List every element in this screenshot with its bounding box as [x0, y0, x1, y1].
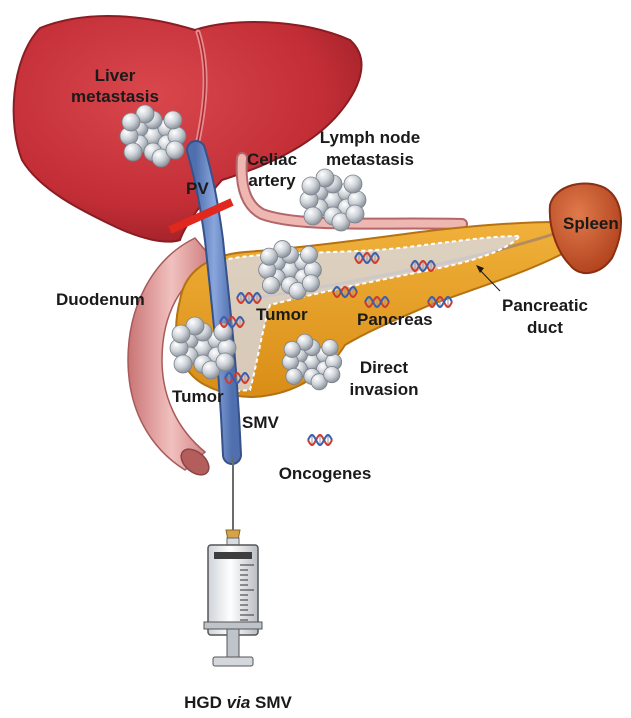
oncogene-dna-icon: [365, 297, 389, 307]
caption: HGD via SMV: [184, 693, 292, 712]
label-duodenum: Duodenum: [56, 290, 145, 309]
label-pancreatic-line2: duct: [527, 318, 563, 337]
syringe-flange: [204, 622, 262, 629]
direct-invasion-cluster: [282, 334, 341, 390]
lymph-node-metastasis-cluster: [300, 169, 366, 231]
oncogene-dna-icon: [220, 317, 244, 327]
oncogene-dna-icon: [308, 435, 332, 445]
label-oncogenes: Oncogenes: [279, 464, 372, 483]
label-liver-line2: metastasis: [71, 87, 159, 106]
oncogene-dna-icon: [225, 373, 249, 383]
primary-tumor-cluster-upper: [259, 241, 322, 300]
oncogene-dna-icon: [355, 253, 379, 263]
syringe-thumb-press: [213, 657, 253, 666]
label-direct-invasion-line1: Direct: [360, 358, 409, 377]
label-pv: PV: [186, 179, 209, 198]
label-smv: SMV: [242, 413, 280, 432]
label-tumor-upper: Tumor: [256, 305, 308, 324]
oncogene-dna-icon: [237, 293, 261, 303]
label-spleen: Spleen: [563, 214, 619, 233]
label-direct-invasion-line2: invasion: [350, 380, 419, 399]
label-celiac-line2: artery: [248, 171, 296, 190]
label-liver-line1: Liver: [95, 66, 136, 85]
label-pancreatic-line1: Pancreatic: [502, 296, 588, 315]
syringe-plunger-rod: [227, 629, 239, 659]
label-lymph-node-line2: metastasis: [326, 150, 414, 169]
caption-part3: SMV: [250, 693, 292, 712]
syringe-plunger-stopper: [214, 552, 252, 559]
caption-part2: via: [227, 693, 251, 712]
oncogene-dna-icon: [333, 287, 357, 297]
label-lymph-node-line1: Lymph node: [320, 128, 420, 147]
oncogene-dna-icon: [428, 297, 452, 307]
liver-metastasis-cluster: [120, 105, 186, 167]
label-pancreas: Pancreas: [357, 310, 433, 329]
label-celiac-line1: Celiac: [247, 150, 297, 169]
caption-part1: HGD: [184, 693, 227, 712]
label-tumor-lower: Tumor: [172, 387, 224, 406]
oncogene-dna-icon: [411, 261, 435, 271]
